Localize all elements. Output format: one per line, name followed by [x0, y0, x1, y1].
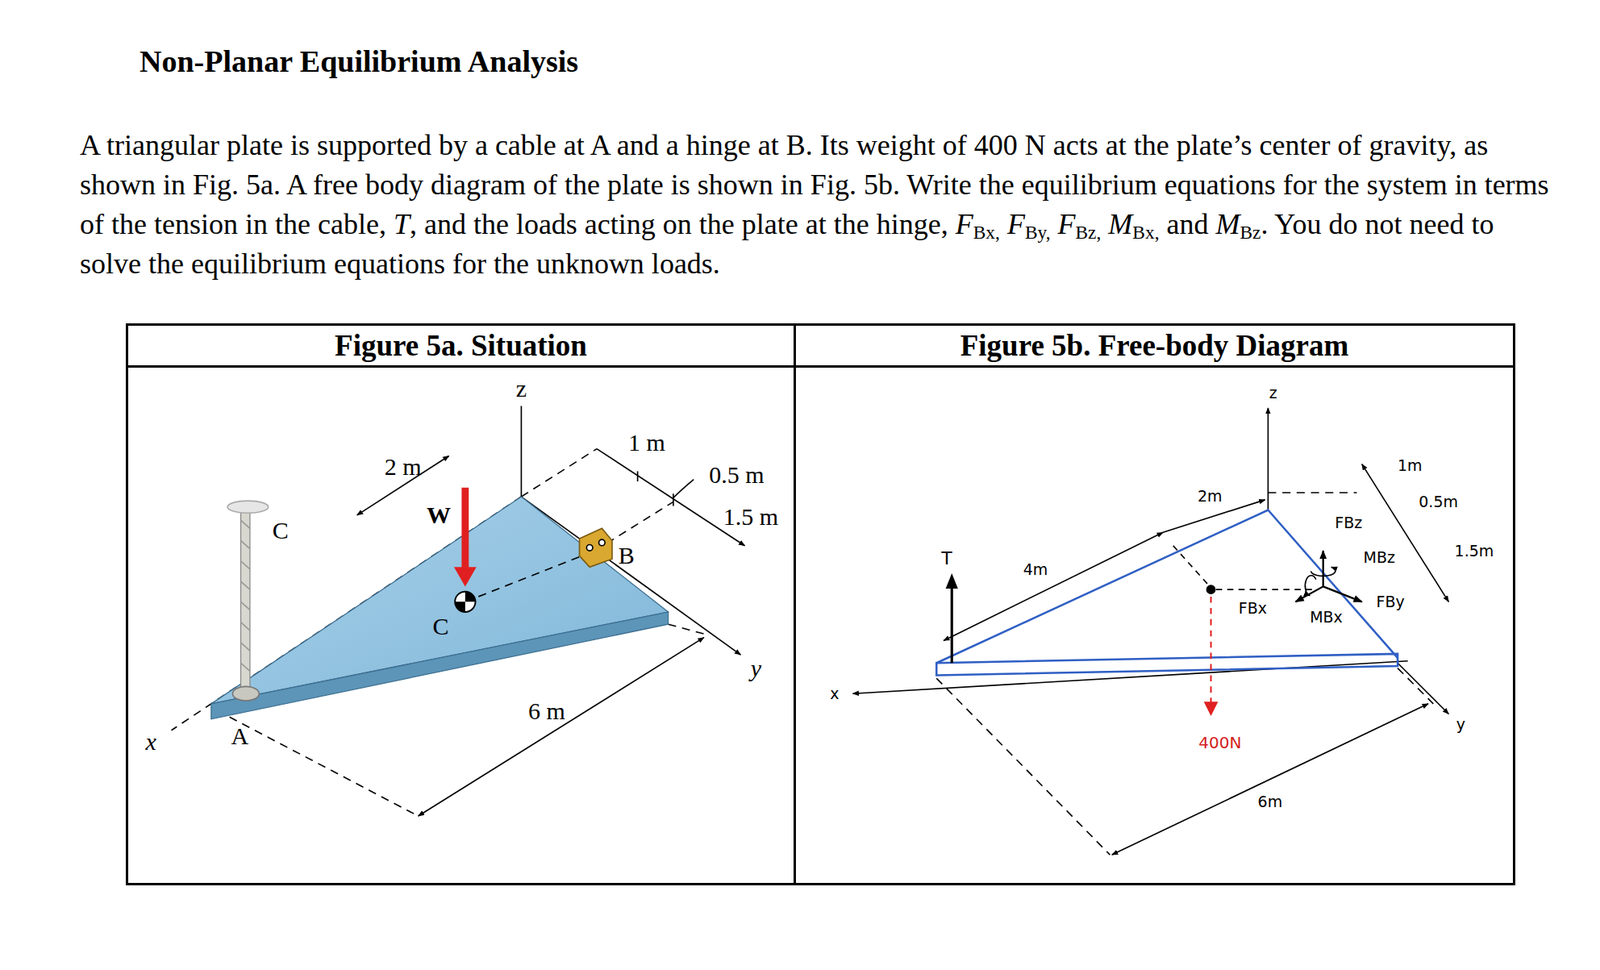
- fbd-label: T: [941, 547, 952, 568]
- art-polygon: [936, 654, 1398, 676]
- fbd-label: 1.5m: [1454, 541, 1495, 560]
- art-line: [461, 487, 469, 570]
- art-path: [1304, 575, 1317, 596]
- art-line: [229, 716, 419, 817]
- fbd-label: 6m: [1258, 792, 1284, 811]
- figure-label: 2 m: [384, 453, 422, 481]
- panel-heading: Figure 5a. Situation: [128, 325, 794, 368]
- symbol: F: [1007, 208, 1025, 241]
- figure-label: B: [618, 541, 635, 570]
- art-path: [673, 479, 694, 499]
- art-line: [1362, 464, 1450, 603]
- fbd-label: MBx: [1309, 608, 1343, 626]
- page-title: Non-Planar Equilibrium Analysis: [139, 43, 579, 80]
- figure-label: 0.5 m: [708, 461, 764, 489]
- statement-text: , and the loads acting on the plate at t…: [409, 208, 949, 241]
- art-polygon: [945, 573, 959, 589]
- art-line: [936, 678, 1110, 855]
- fbd-label: FBx: [1238, 599, 1267, 617]
- art-line: [1322, 550, 1325, 587]
- fbd-label: 0.5m: [1418, 492, 1459, 511]
- fig5b: [853, 408, 1450, 855]
- art-line: [672, 493, 675, 506]
- symbol: F: [955, 208, 974, 241]
- figure-label: C: [272, 516, 289, 545]
- art-line: [1216, 588, 1317, 591]
- fbd-label: 400N: [1198, 733, 1242, 753]
- art-line: [520, 449, 597, 497]
- art-rect: [241, 510, 250, 695]
- art-polygon: [579, 528, 613, 567]
- art-line: [1397, 668, 1434, 705]
- art-circle: [599, 539, 606, 546]
- art-ellipse: [232, 686, 259, 701]
- figure-panel: Figure 5b. Free-body Diagram: [793, 323, 1516, 886]
- figure-label: A: [230, 722, 249, 750]
- art-line: [465, 550, 596, 602]
- symbol: M: [1215, 208, 1240, 241]
- figure-label: W: [426, 501, 451, 530]
- art-polygon: [454, 566, 477, 587]
- subscript: By,: [1025, 221, 1051, 243]
- subscript: Bx,: [973, 221, 1000, 243]
- art-polygon: [1204, 701, 1219, 717]
- art-line: [1267, 491, 1357, 494]
- art-line: [1295, 586, 1324, 602]
- fig5a: [171, 405, 746, 817]
- figure-label: y: [750, 654, 762, 683]
- symbol: M: [1108, 208, 1133, 241]
- art-circle: [1206, 585, 1215, 594]
- fbd-label: MBz: [1363, 548, 1396, 567]
- art-ellipse: [227, 500, 269, 513]
- art-line: [1323, 586, 1363, 602]
- art-circle: [454, 591, 475, 613]
- figure-art: [171, 405, 1450, 855]
- figure-label: 1 m: [628, 429, 666, 457]
- subscript: Bz: [1239, 221, 1261, 243]
- figure-label: 1.5 m: [723, 503, 779, 531]
- art-line: [1112, 704, 1429, 855]
- problem-statement: A triangular plate is supported by a cab…: [79, 125, 1560, 284]
- panel-heading: Figure 5b. Free-body Diagram: [795, 325, 1513, 368]
- figure-label: C: [432, 612, 449, 641]
- art-line: [637, 470, 639, 482]
- symbol: F: [1058, 208, 1076, 241]
- art-circle: [586, 545, 593, 552]
- art-path: [1311, 566, 1336, 576]
- figure-label: z: [516, 375, 527, 403]
- figure-label: 6 m: [528, 697, 566, 725]
- fbd-label: y: [1456, 715, 1466, 734]
- fbd-label: 4m: [1023, 560, 1049, 579]
- art-polyline: [936, 510, 1398, 664]
- art-path: [454, 591, 475, 613]
- fbd-label: FBz: [1334, 513, 1363, 532]
- fbd-label: z: [1269, 383, 1278, 402]
- art-line: [1267, 408, 1270, 511]
- fbd-label: FBy: [1376, 592, 1405, 611]
- art-line: [950, 586, 954, 663]
- statement-text: and: [1166, 208, 1209, 241]
- art-path: [241, 520, 250, 671]
- art-line: [1162, 500, 1266, 533]
- art-line: [520, 405, 523, 497]
- fbd-label: 2m: [1197, 487, 1223, 505]
- art-polygon: [211, 612, 669, 720]
- art-polygon: [211, 496, 669, 705]
- fbd-label: x: [829, 684, 839, 703]
- subscript: Bz,: [1075, 221, 1102, 243]
- subscript: Bx,: [1132, 221, 1159, 243]
- art-line: [1210, 596, 1213, 705]
- symbol: T: [393, 208, 410, 241]
- fbd-label: 1m: [1397, 456, 1423, 475]
- figure-label: x: [145, 728, 157, 756]
- art-line: [668, 624, 707, 635]
- figure-panel: Figure 5a. Situation: [125, 323, 796, 886]
- art-line: [943, 532, 1163, 641]
